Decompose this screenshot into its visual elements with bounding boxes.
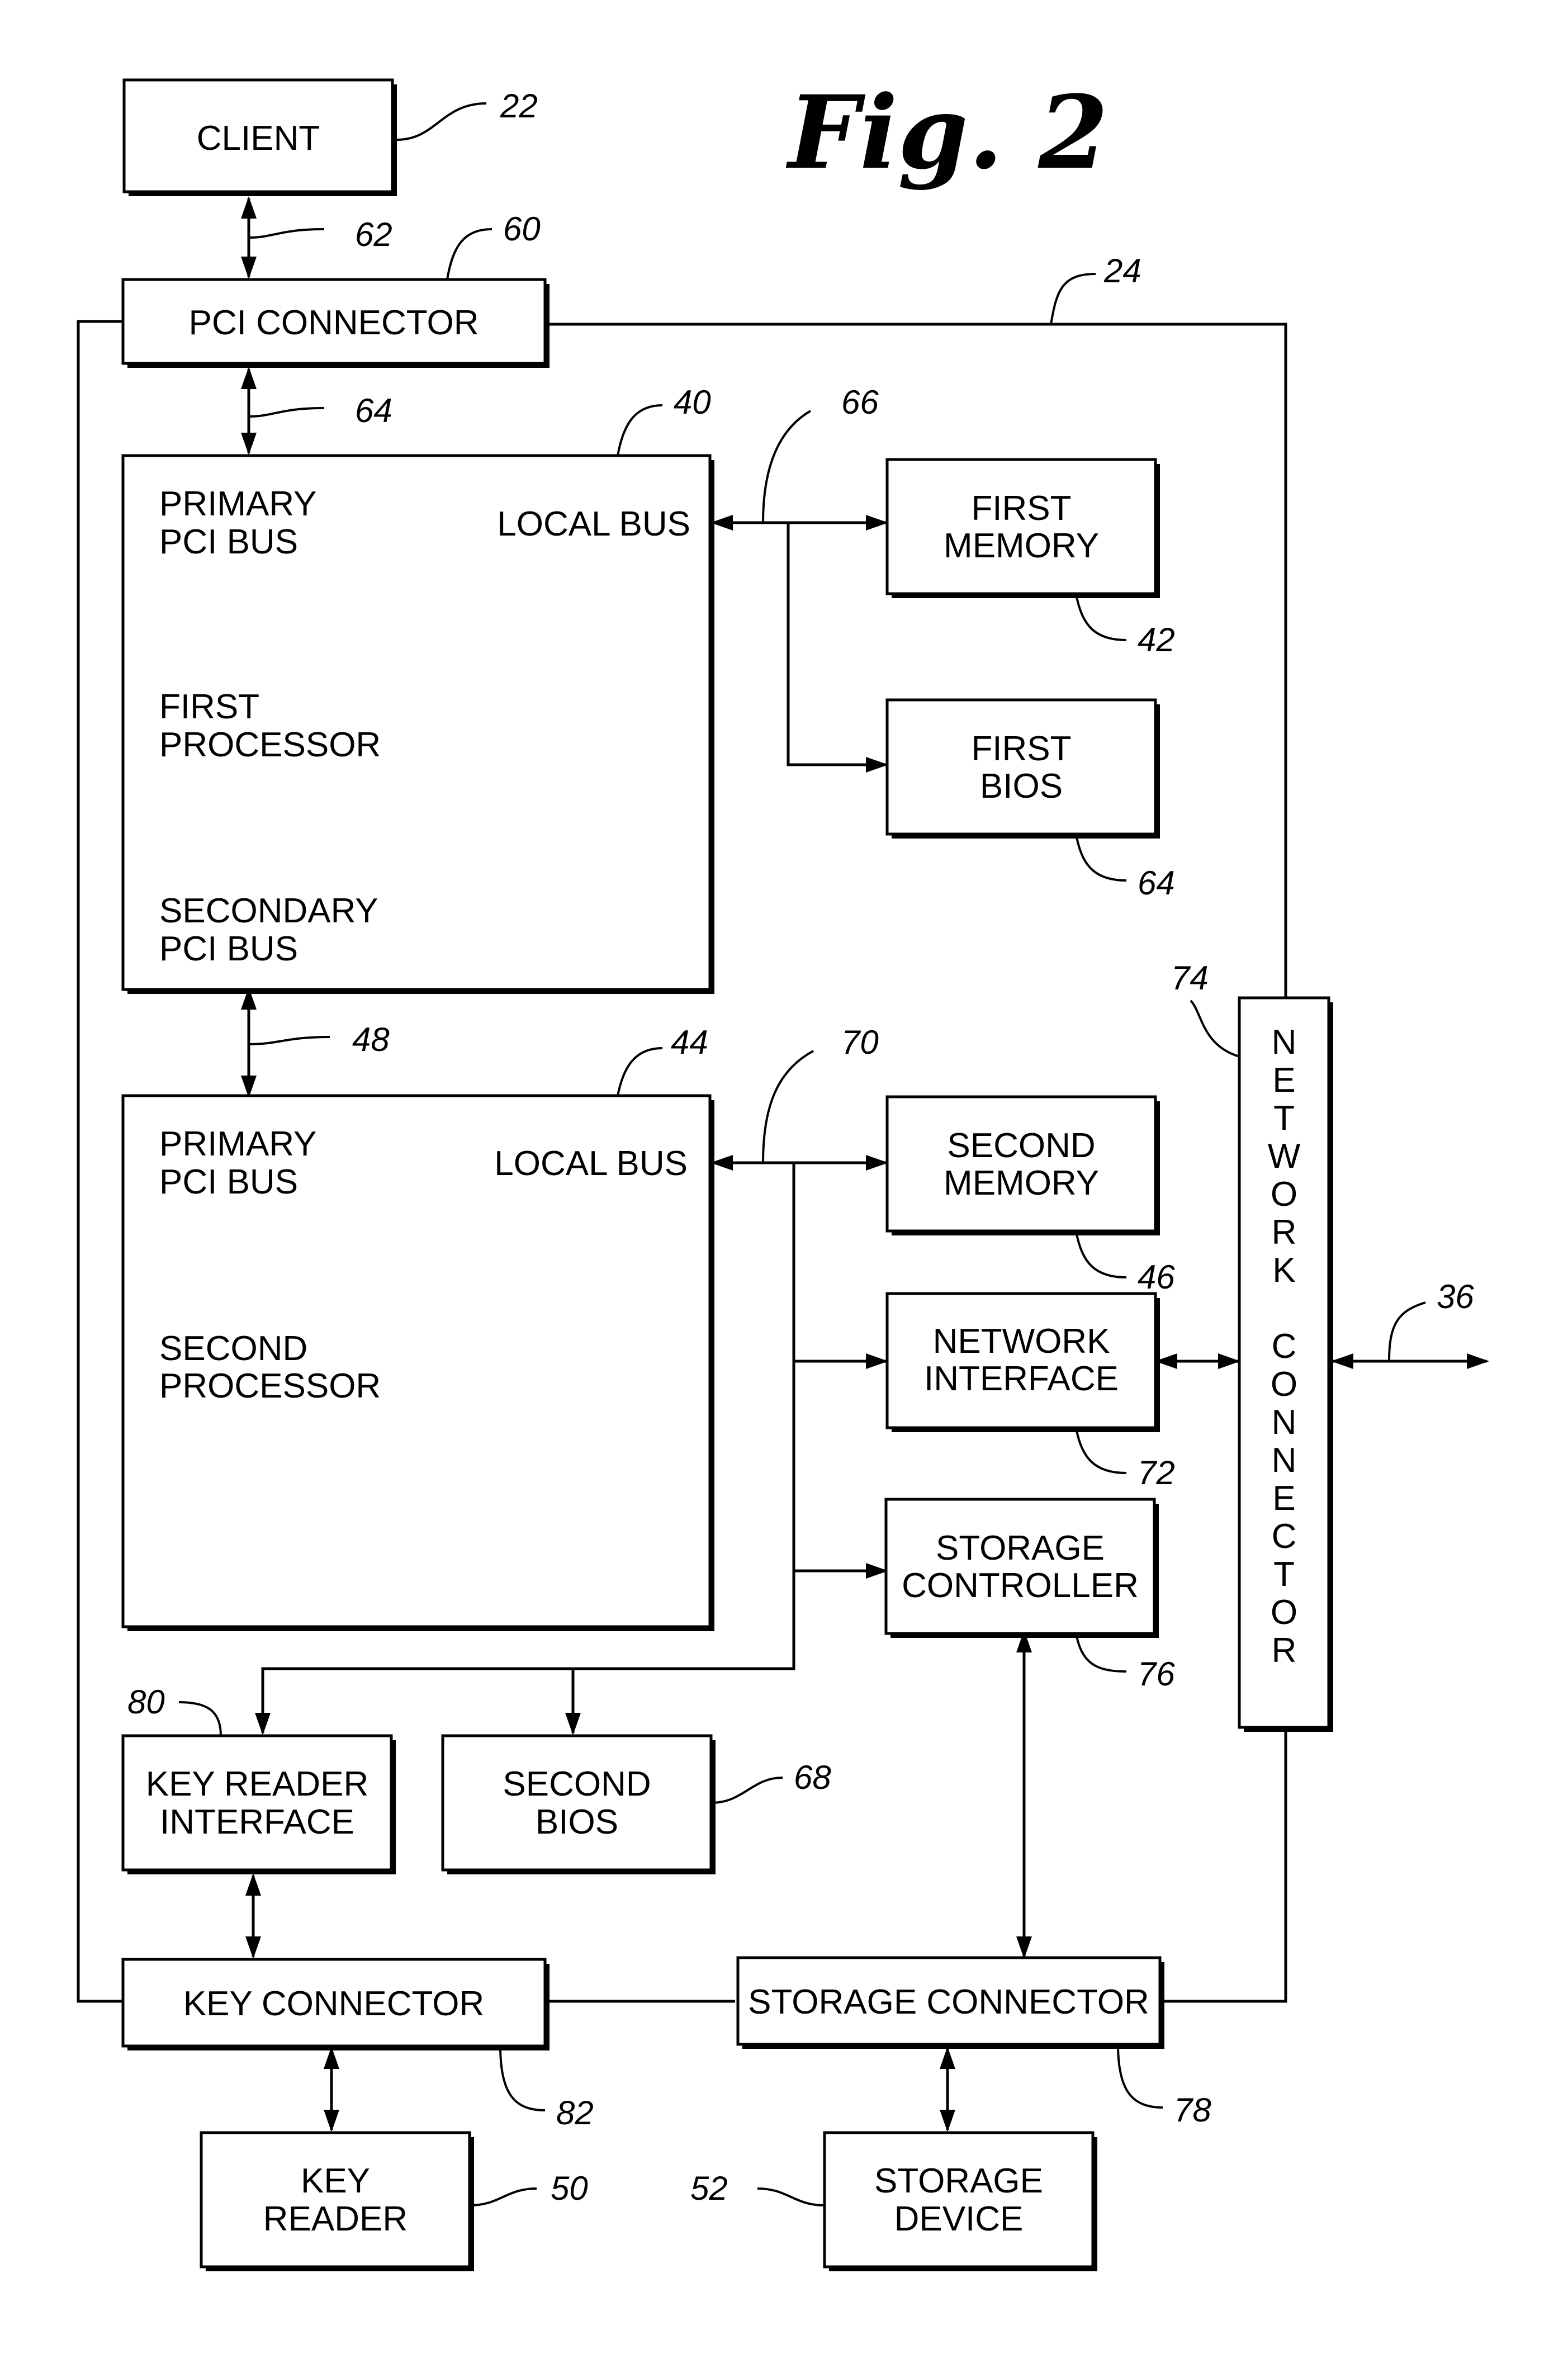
- storage-controller-block: STORAGE CONTROLLER: [884, 1498, 1159, 1638]
- ref-80: 80: [127, 1683, 165, 1721]
- storage-device-line2: DEVICE: [894, 2200, 1024, 2238]
- network-connector-letter: N: [1272, 1023, 1297, 1062]
- ref-50: 50: [551, 2170, 588, 2207]
- network-connector-letter: N: [1272, 1403, 1297, 1442]
- ref-48: 48: [352, 1021, 390, 1058]
- first-bios-line1: FIRST: [971, 730, 1071, 768]
- second-bios-line2: BIOS: [536, 1803, 618, 1841]
- network-connector-letter: O: [1271, 1175, 1297, 1214]
- first-secondary-bus-line2: PCI BUS: [159, 930, 298, 968]
- second-processor-block: PRIMARY PCI BUS LOCAL BUS SECOND PROCESS…: [121, 1094, 714, 1631]
- network-connector-letter: C: [1272, 1517, 1297, 1556]
- key-reader-interface-line1: KEY READER: [146, 1765, 369, 1803]
- key-reader-interface-block: KEY READER INTERFACE: [121, 1734, 396, 1874]
- ref-22: 22: [500, 87, 538, 125]
- second-bios-line1: SECOND: [503, 1765, 651, 1803]
- first-processor-name-line2: PROCESSOR: [159, 726, 381, 764]
- second-bios-block: SECOND BIOS: [441, 1734, 716, 1874]
- ref-60: 60: [503, 210, 541, 248]
- ref-68: 68: [794, 1759, 831, 1796]
- second-primary-bus-line2: PCI BUS: [159, 1163, 298, 1201]
- first-bios-link: [787, 523, 888, 773]
- ref-36: 36: [1437, 1278, 1474, 1315]
- second-processor-name-line2: PROCESSOR: [159, 1367, 381, 1405]
- first-primary-bus-line1: PRIMARY: [159, 485, 316, 523]
- ref-76: 76: [1138, 1655, 1175, 1693]
- pci-connector-label: PCI CONNECTOR: [188, 304, 479, 342]
- ref-82: 82: [556, 2094, 594, 2132]
- first-primary-bus-line2: PCI BUS: [159, 523, 298, 561]
- connections: [241, 196, 1489, 2132]
- ref-52: 52: [690, 2170, 728, 2207]
- ref-64-bios: 64: [1138, 864, 1175, 902]
- figure-title: Fig. 2: [785, 74, 1109, 192]
- network-connector-letter: R: [1272, 1213, 1297, 1252]
- network-connector-letter: N: [1272, 1441, 1297, 1480]
- first-memory-line2: MEMORY: [944, 527, 1099, 565]
- second-memory-line1: SECOND: [947, 1126, 1095, 1165]
- network-connector-letter: C: [1272, 1327, 1297, 1366]
- key-reader-block: KEY READER: [200, 2131, 474, 2271]
- key-connector-block: KEY CONNECTOR: [121, 1958, 549, 2050]
- storage-controller-line1: STORAGE: [936, 1529, 1105, 1567]
- storage-device-line1: STORAGE: [874, 2162, 1043, 2200]
- storage-connector-block: STORAGE CONNECTOR: [736, 1956, 1164, 2049]
- ref-24: 24: [1103, 252, 1141, 290]
- client-label: CLIENT: [197, 119, 320, 158]
- ref-78: 78: [1174, 2091, 1211, 2129]
- ref-62: 62: [355, 216, 392, 253]
- network-interface-line1: NETWORK: [933, 1322, 1110, 1361]
- second-processor-name-line1: SECOND: [159, 1329, 307, 1368]
- first-processor-block: PRIMARY PCI BUS LOCAL BUS FIRST PROCESSO…: [121, 454, 714, 994]
- network-connector-letter: W: [1268, 1137, 1301, 1176]
- storage-device-block: STORAGE DEVICE: [823, 2131, 1097, 2271]
- first-local-bus-label: LOCAL BUS: [497, 505, 690, 543]
- ref-44: 44: [671, 1024, 708, 1061]
- storage-connector-label: STORAGE CONNECTOR: [748, 1983, 1149, 2021]
- second-memory-line2: MEMORY: [944, 1164, 1099, 1202]
- key-reader-line2: READER: [263, 2200, 408, 2238]
- client-block: CLIENT: [122, 78, 397, 196]
- key-reader-line1: KEY: [301, 2162, 370, 2200]
- first-secondary-bus-line1: SECONDARY: [159, 892, 378, 930]
- key-reader-interface-line2: INTERFACE: [160, 1803, 354, 1841]
- ref-74: 74: [1171, 959, 1209, 997]
- network-connector-letter: T: [1273, 1555, 1295, 1594]
- first-processor-name-line1: FIRST: [159, 688, 259, 726]
- network-interface-block: NETWORK INTERFACE: [885, 1292, 1160, 1432]
- ref-64-link: 64: [355, 392, 392, 429]
- ref-70: 70: [841, 1024, 879, 1061]
- first-bios-line2: BIOS: [980, 767, 1063, 806]
- first-memory-block: FIRST MEMORY: [885, 458, 1160, 598]
- storage-controller-line2: CONTROLLER: [902, 1566, 1139, 1605]
- ref-46: 46: [1138, 1258, 1175, 1296]
- network-connector-letter: O: [1271, 1593, 1297, 1632]
- first-bios-block: FIRST BIOS: [885, 698, 1160, 839]
- network-connector-letter: K: [1272, 1251, 1295, 1290]
- key-reader-interface-link: [255, 1163, 795, 1735]
- ref-72: 72: [1138, 1454, 1175, 1491]
- pci-connector-block: PCI CONNECTOR: [121, 278, 549, 368]
- network-connector-letter: T: [1273, 1099, 1295, 1138]
- ref-40: 40: [674, 383, 711, 421]
- network-interface-line2: INTERFACE: [924, 1360, 1119, 1398]
- network-connector-letter: E: [1272, 1479, 1295, 1518]
- second-primary-bus-line1: PRIMARY: [159, 1125, 316, 1163]
- reference-numerals: 22 62 60 24 64 40 66 42 64 74 48 44: [127, 87, 1474, 2207]
- ref-42: 42: [1138, 621, 1175, 659]
- ref-66: 66: [841, 383, 879, 421]
- enclosure-outline: [77, 320, 1287, 2003]
- first-memory-line1: FIRST: [971, 489, 1071, 528]
- second-local-bus-label: LOCAL BUS: [494, 1144, 688, 1183]
- network-connector-letter: E: [1272, 1061, 1295, 1100]
- network-connector-letter: O: [1271, 1365, 1297, 1404]
- key-connector-label: KEY CONNECTOR: [183, 1985, 485, 2023]
- network-connector-letter: R: [1272, 1631, 1297, 1670]
- second-memory-block: SECOND MEMORY: [885, 1095, 1160, 1235]
